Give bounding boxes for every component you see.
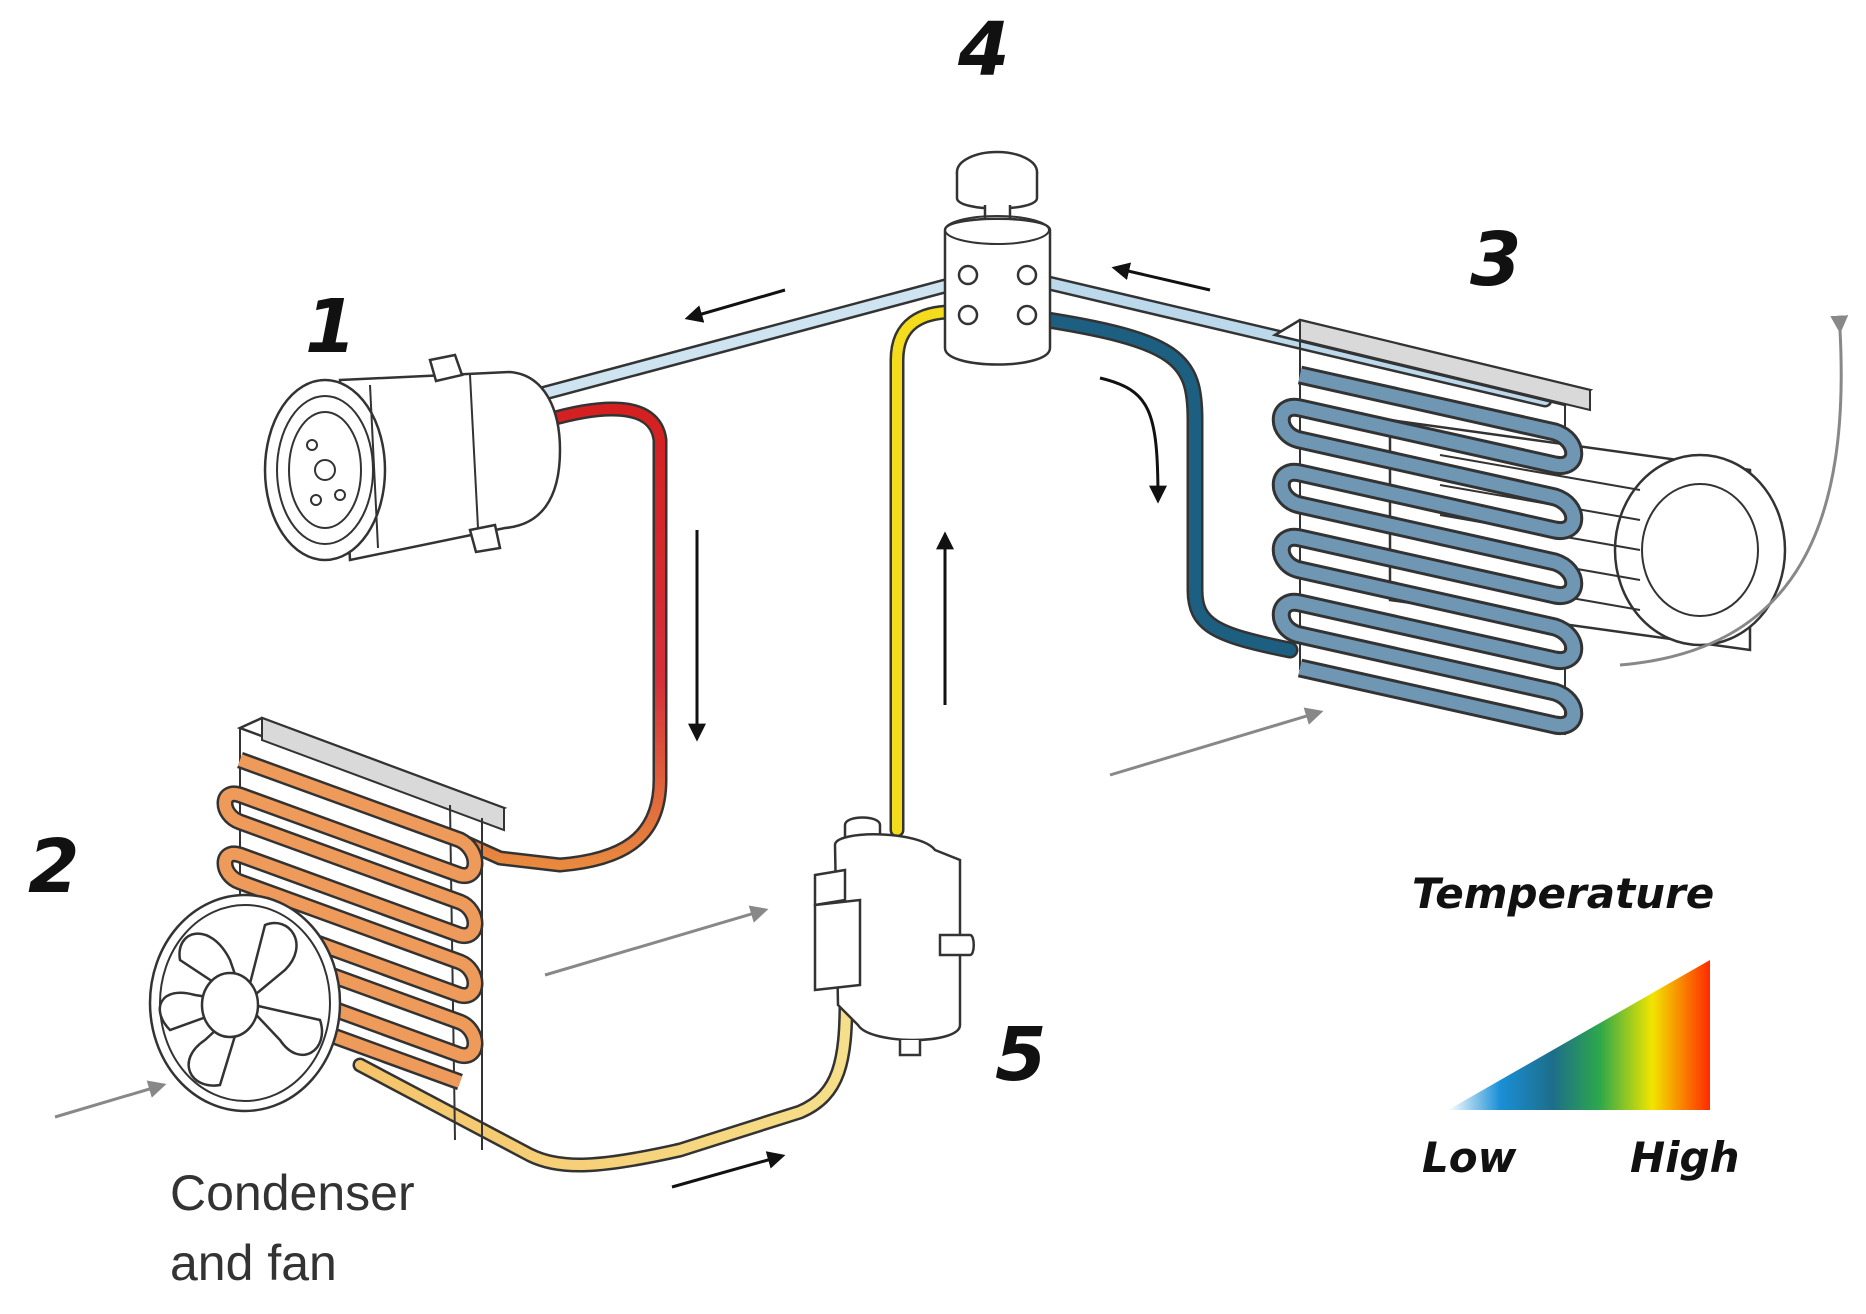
arrow-to-compressor [684,288,786,323]
expansion-valve [943,150,1052,366]
legend-gradient-wedge [1448,960,1710,1110]
arrow-from-evaporator [1111,262,1211,292]
legend-high-label: High [1630,1133,1740,1182]
air-arrow-into-fan [54,1080,167,1119]
legend-low-label: Low [1422,1133,1517,1182]
evaporator-number: 3 [1470,217,1522,303]
compressor [263,353,562,562]
condenser-coils [216,752,484,1090]
temperature-legend: Temperature Low High [1412,869,1740,1182]
condenser-number: 2 [28,824,80,910]
air-arrow-condenser [544,905,769,977]
compressor-number: 1 [305,284,357,370]
cold-line-to-evaporator [1026,309,1299,659]
receiver-drier [813,816,975,1057]
liquid-line-to-receiver [352,992,854,1173]
condenser [148,716,508,1150]
suction-line-to-compressor [537,270,983,401]
evaporator-coils [1271,365,1584,735]
condenser-caption-line2: and fan [170,1235,337,1291]
condenser-fan [148,893,342,1113]
liquid-line-up [889,304,968,838]
pipes [352,270,1553,1173]
receiver-number: 5 [995,1012,1047,1098]
arrow-to-receiver [671,1151,786,1189]
condenser-caption-line1: Condenser [170,1165,415,1221]
legend-title: Temperature [1412,869,1714,918]
valve-number: 4 [957,7,1010,93]
discharge-line [452,401,668,873]
air-arrow-evaporator [1109,707,1324,777]
arrow-valve-to-evaporator [1099,376,1167,504]
flow-arrows [54,262,1324,1189]
evaporator [1271,315,1849,735]
